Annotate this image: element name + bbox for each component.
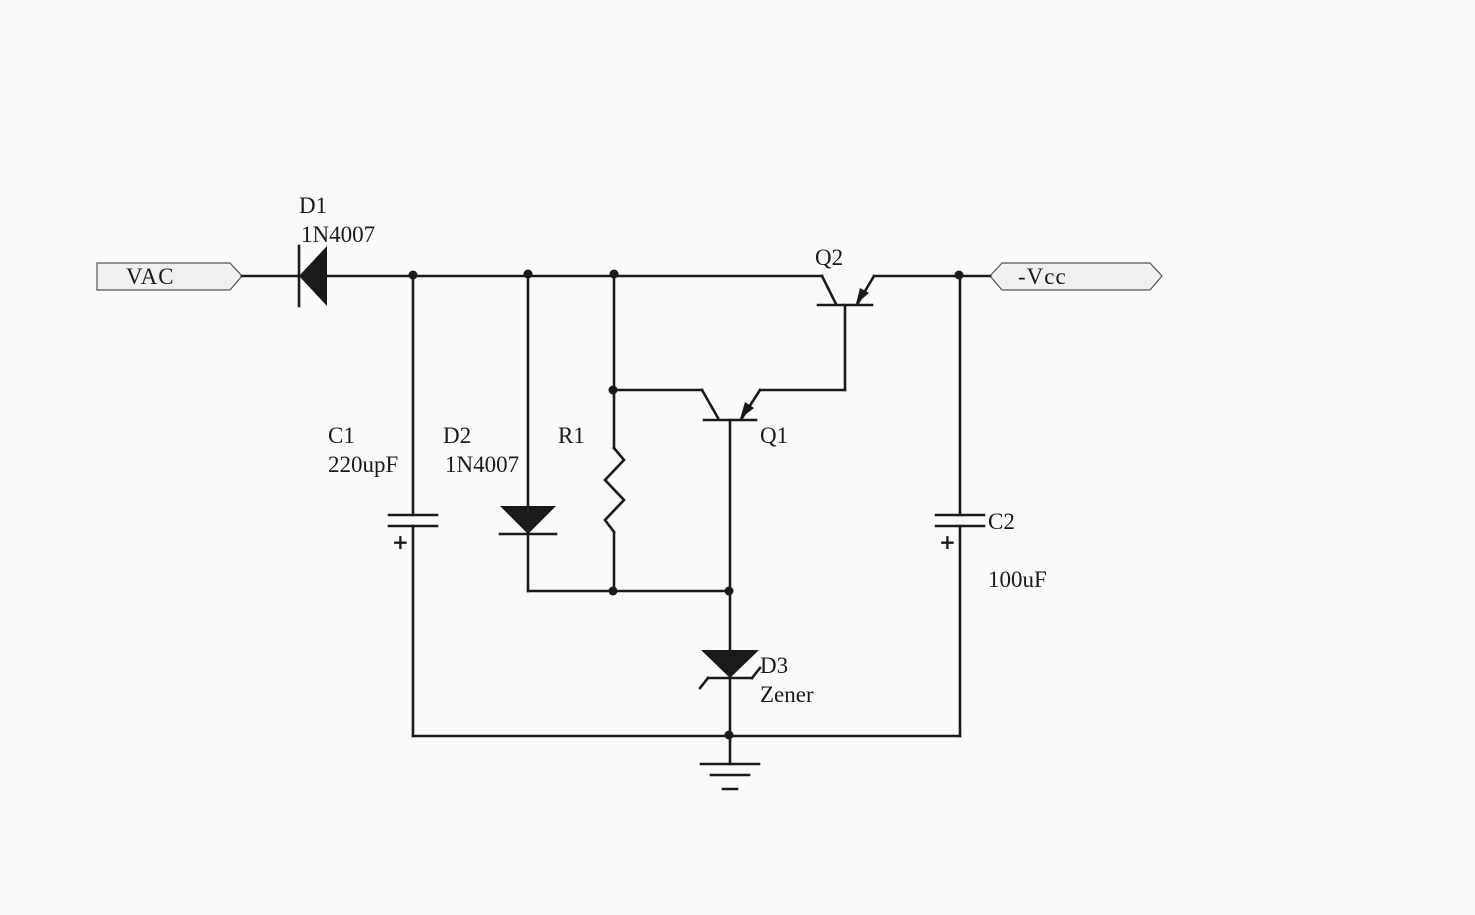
junction-dots — [408, 269, 964, 740]
c1-value-label: 220upF — [328, 452, 398, 477]
c2-ref-label: C2 — [988, 509, 1015, 534]
c2-value-label: 100uF — [988, 567, 1047, 592]
ground-rail — [411, 734, 962, 766]
junction-dot — [608, 586, 618, 596]
q2-ref-label: Q2 — [815, 245, 843, 270]
c2-polarity: + — [939, 530, 956, 554]
c1-ref-label: C1 — [328, 423, 355, 448]
d2-value-label: 1N4007 — [445, 452, 519, 477]
d1-diode — [297, 244, 327, 308]
q1-ref-label: Q1 — [760, 423, 788, 448]
r1-resistor — [603, 274, 626, 593]
vcc-port-label: -Vcc — [1018, 264, 1067, 289]
junction-dot — [609, 269, 619, 279]
vac-port: VAC — [96, 262, 243, 291]
d1-ref-label: D1 — [299, 193, 327, 218]
junction-dot — [408, 270, 418, 280]
d3-ref-label: D3 — [760, 653, 788, 678]
d1-value-label: 1N4007 — [301, 222, 375, 247]
d2-ref-label: D2 — [443, 423, 471, 448]
r1-ref-label: R1 — [558, 423, 585, 448]
vcc-port: -Vcc — [989, 262, 1163, 291]
junction-dot — [724, 586, 734, 596]
ground-icon — [699, 762, 761, 791]
junction-dot — [523, 269, 533, 279]
junction-dot — [608, 385, 618, 395]
q2-transistor — [816, 274, 876, 392]
junction-dot — [954, 270, 964, 280]
c2-capacitor: + — [934, 274, 986, 738]
c1-capacitor: + — [387, 274, 439, 738]
d3-value-label: Zener — [760, 682, 814, 707]
c1-polarity: + — [392, 530, 409, 554]
d3-zener-diode — [698, 650, 762, 738]
q1-transistor — [612, 388, 847, 654]
vac-port-label: VAC — [126, 264, 175, 289]
junction-dot — [724, 730, 734, 740]
d2-diode — [498, 274, 732, 593]
